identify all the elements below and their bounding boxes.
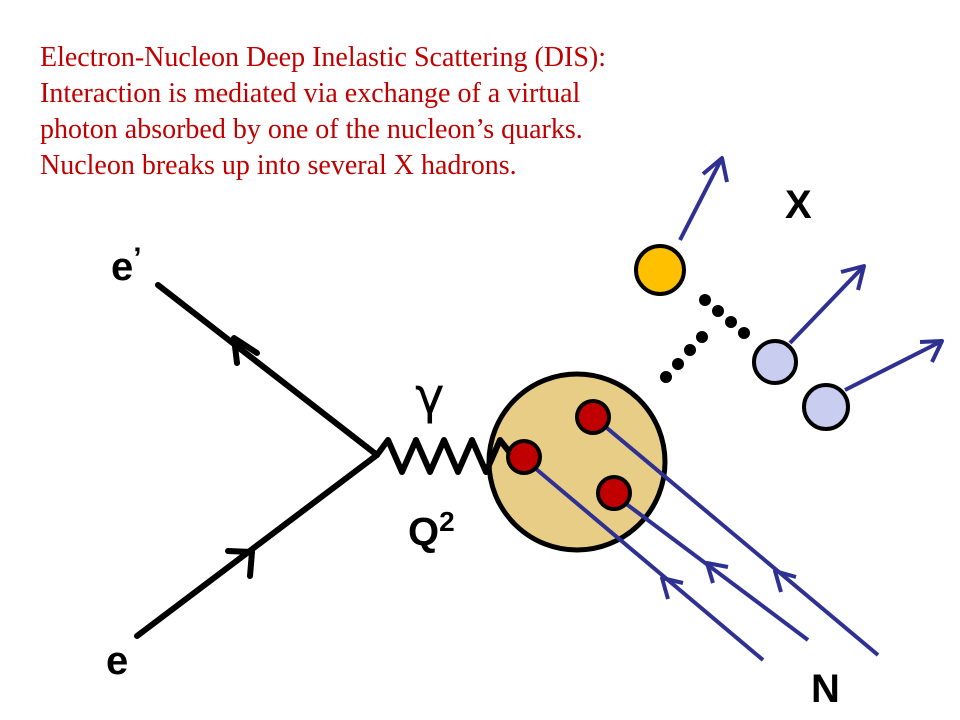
scattered-electron-line: [155, 282, 380, 458]
caption-line-4: Nucleon breaks up into several X hadrons…: [40, 150, 517, 181]
quark-line-1: [521, 456, 765, 662]
hadron-1-arrow: [701, 156, 729, 183]
quark-line-2-arrow: [705, 561, 729, 584]
incoming-electron-arrow: [225, 548, 255, 579]
quark-line-2: [611, 492, 810, 642]
hadron-3-arrow: [919, 339, 944, 363]
scattered-electron-arrow: [231, 335, 260, 366]
incoming-electron-line: [134, 452, 380, 639]
hadron-leading: [634, 244, 686, 296]
label-photon: γ: [415, 367, 445, 425]
quark-line-3-arrow: [773, 569, 797, 593]
caption: Electron-Nucleon Deep Inelastic Scatteri…: [40, 40, 740, 184]
caption-line-3: photon absorbed by one of the nucleon’s …: [40, 114, 583, 145]
label-q2: Q2: [408, 506, 455, 554]
hadron-dots-upper: [699, 294, 750, 339]
hadron-dots-lower: [660, 331, 708, 383]
hadron-1-track: [678, 157, 724, 241]
quark-struck: [506, 439, 542, 475]
label-scattered-electron: e’: [111, 242, 142, 289]
label-incoming-electron: e: [106, 639, 128, 683]
hadron-2-arrow: [840, 264, 866, 291]
caption-line-1: Electron-Nucleon Deep Inelastic Scatteri…: [40, 42, 607, 73]
caption-line-2: Interaction is mediated via exchange of …: [40, 78, 581, 109]
quark-line-1-arrow: [660, 576, 684, 600]
label-nucleon: N: [811, 667, 840, 711]
quark-line-3: [593, 416, 880, 657]
hadron-2: [752, 339, 798, 385]
label-hadrons: X: [785, 183, 812, 227]
quark-lower: [596, 475, 632, 511]
hadron-3-track: [844, 339, 943, 392]
hadron-2-track: [788, 264, 866, 345]
photon-zigzag: [374, 437, 517, 475]
hadron-3: [802, 383, 850, 431]
quark-upper: [575, 399, 611, 435]
